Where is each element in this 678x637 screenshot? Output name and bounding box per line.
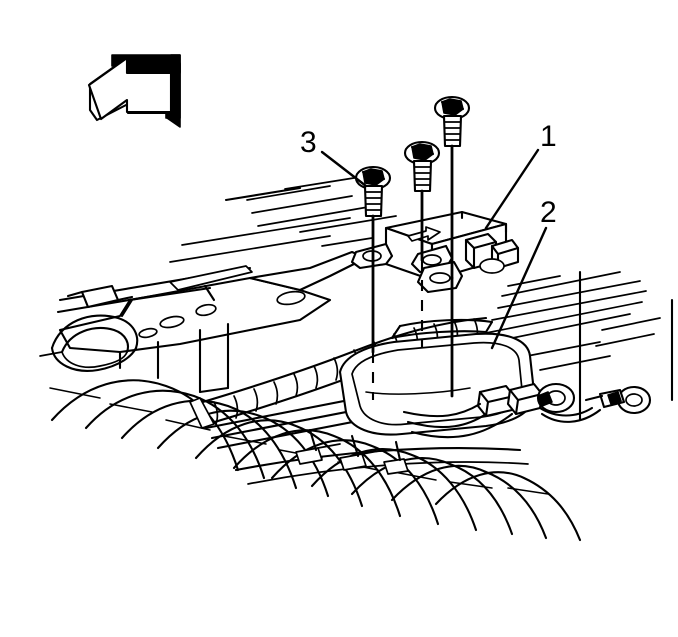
crossmember-round-hole [276, 290, 306, 306]
rear-panel-hatch-lines [169, 176, 397, 263]
mounting-bolt [354, 165, 392, 400]
callout-1: 1 [484, 120, 557, 230]
callout-3-label: 3 [300, 126, 317, 159]
crossmember-slot-hole [195, 303, 217, 317]
crossmember-slot-hole [159, 315, 185, 329]
callout-1-leader [484, 148, 540, 230]
callout-3: 3 [300, 126, 368, 188]
grommet-top-rib [390, 318, 494, 340]
left-box-fitting [66, 284, 134, 309]
frame-crossmember [58, 250, 368, 394]
bracket-lower-bolt-hole [429, 272, 451, 284]
callout-2-leader [490, 226, 548, 350]
callout-2: 2 [490, 196, 557, 350]
tunnel-arc-left [39, 314, 139, 372]
callout-2-label: 2 [540, 196, 557, 229]
wiring-harness-connector [402, 382, 652, 439]
callout-3-leader [320, 150, 368, 188]
bracket-right-hole [479, 258, 505, 274]
front-of-vehicle-arrow [87, 54, 181, 128]
bracket-middle-bolt-hole [422, 254, 442, 266]
bracket-connector-block [464, 232, 520, 274]
crossmember-slot-hole [138, 327, 158, 339]
floor-pan-clips [295, 428, 409, 475]
embossed-arrow-icon [407, 226, 441, 242]
mounting-bolt [433, 95, 471, 398]
mounting-bolt [403, 140, 441, 348]
callout-1-label: 1 [540, 120, 557, 153]
